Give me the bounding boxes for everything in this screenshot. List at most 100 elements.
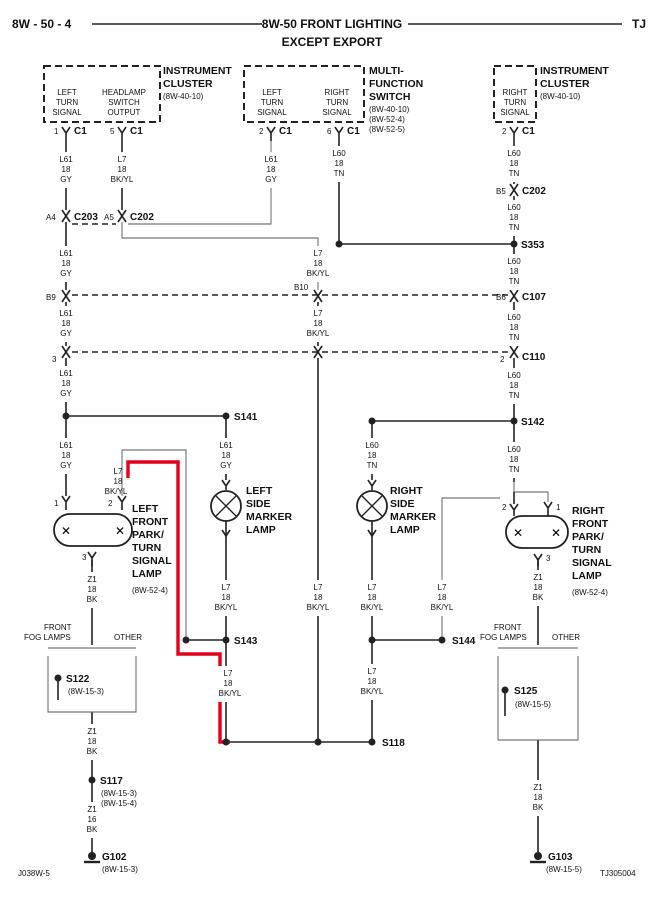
wire-circuit: L7: [314, 583, 323, 592]
wire-gauge: 18: [368, 677, 377, 686]
bulb-icon: [361, 495, 383, 517]
splice-dot: [368, 417, 376, 425]
component-name: MARKER: [246, 511, 292, 523]
wire-color: TN: [509, 465, 520, 474]
pin-number: 2: [500, 355, 505, 364]
wire-color: BK: [533, 803, 544, 812]
right-side-marker-lamp: RIGHT SIDE MARKER LAMP: [356, 479, 436, 538]
splice-label: S118: [382, 738, 405, 749]
splice-dot: [54, 674, 62, 682]
component-name: CLUSTER: [163, 78, 213, 90]
wire-color: BK: [87, 747, 98, 756]
wire-circuit: L7: [438, 583, 447, 592]
splice-dot: [62, 412, 70, 420]
splice-dot: [510, 417, 518, 425]
lamp-body: [505, 515, 569, 549]
pin-number: A5: [104, 213, 114, 222]
pin-label: LEFT: [262, 88, 282, 97]
wire-color: BK/YL: [431, 603, 454, 612]
connector-label: C202: [522, 186, 546, 197]
pin-number: B10: [294, 283, 309, 292]
page-number: 8W - 50 - 4: [12, 17, 72, 31]
branch-label: FRONT: [494, 623, 522, 632]
footer: J038W-5 TJ305004: [18, 869, 636, 878]
ground-label: G103: [548, 852, 573, 863]
component-name: TURN: [572, 544, 601, 556]
ground-ref: (8W-15-5): [546, 865, 582, 874]
wire-gauge: 18: [368, 451, 377, 460]
pin-number: 2: [108, 499, 113, 508]
branch-label: FOG LAMPS: [24, 633, 71, 642]
splice-dot: [182, 636, 190, 644]
wire-circuit: Z1: [87, 575, 97, 584]
pin-number: 1: [556, 503, 561, 512]
pin-label: RIGHT: [325, 88, 350, 97]
component-ref: (8W-52-4): [369, 115, 405, 124]
component-name: LAMP: [246, 524, 276, 536]
branch-label: FRONT: [44, 623, 72, 632]
pin-label: RIGHT: [503, 88, 528, 97]
wire-l60: [338, 141, 514, 245]
connector-symbol: [334, 126, 344, 141]
pin-number: B6: [496, 293, 506, 302]
page-subtitle: EXCEPT EXPORT: [282, 35, 383, 49]
wire-gauge: 18: [118, 165, 127, 174]
pin-number: 5: [110, 127, 115, 136]
component-name: SIDE: [390, 498, 415, 510]
component-name: RIGHT: [390, 485, 423, 497]
connector-symbol: [509, 126, 519, 141]
wire-gauge: 18: [88, 585, 97, 594]
splice-label: S125: [514, 686, 538, 697]
wire-gauge: 18: [222, 593, 231, 602]
wire-color: BK: [533, 593, 544, 602]
splice-ref: (8W-15-5): [515, 700, 551, 709]
branch-bracket-right: [497, 656, 579, 741]
wire-circuit: L60: [507, 257, 521, 266]
component-name: TURN: [132, 542, 161, 554]
wire-gauge: 18: [62, 259, 71, 268]
component-ref: (8W-40-10): [369, 105, 410, 114]
connector-c107: [509, 289, 519, 303]
ground-label: G102: [102, 852, 127, 863]
wire-color: BK/YL: [219, 689, 242, 698]
component-name: LEFT: [246, 485, 273, 497]
connector-symbol: [533, 553, 543, 566]
pin-label: SIGNAL: [257, 108, 287, 117]
wire-gauge: 18: [534, 793, 543, 802]
component-name: SIDE: [246, 498, 271, 510]
page-title: 8W-50 FRONT LIGHTING: [262, 17, 402, 31]
pin-number: 2: [259, 127, 264, 136]
wire-circuit: L60: [332, 149, 346, 158]
wire-color: TN: [509, 169, 520, 178]
connector-symbol: [117, 126, 127, 141]
wire-color: BK/YL: [105, 487, 128, 496]
pin-label: TURN: [261, 98, 283, 107]
wire-circuit: Z1: [87, 805, 97, 814]
pin-number: 2: [502, 127, 507, 136]
wire-color: GY: [60, 461, 72, 470]
splice-dot: [368, 738, 376, 746]
wire-circuit: Z1: [533, 783, 543, 792]
connector-symbol: [61, 126, 71, 141]
pin-label: SIGNAL: [52, 108, 82, 117]
branch-label: FOG LAMPS: [480, 633, 527, 642]
wire-color: TN: [509, 277, 520, 286]
connector-symbol: [543, 501, 553, 516]
connector-c203: [61, 209, 71, 223]
footer-code-left: J038W-5: [18, 869, 50, 878]
connector-symbol: [61, 495, 71, 510]
branch-labels: FRONT FOG LAMPS OTHER FRONT FOG LAMPS OT…: [24, 623, 580, 642]
pin-label: TURN: [504, 98, 526, 107]
right-front-park-turn-lamp: 2 1 ✕ ✕ 3 RIGHT FRONT PARK/ TURN SIGNAL …: [502, 501, 612, 597]
component-ref: (8W-52-4): [132, 586, 168, 595]
wire-gauge: 18: [510, 267, 519, 276]
component-name: SIGNAL: [572, 557, 612, 569]
wire-gauge: 18: [510, 159, 519, 168]
wire-circuit: L60: [507, 371, 521, 380]
connector-symbol: [509, 503, 519, 516]
splice-ref: (8W-15-3): [68, 687, 104, 696]
wire-gauge: 18: [314, 259, 323, 268]
component-name: INSTRUMENT: [163, 65, 232, 77]
pin-label: HEADLAMP: [102, 88, 146, 97]
wire-circuit: L61: [219, 441, 233, 450]
